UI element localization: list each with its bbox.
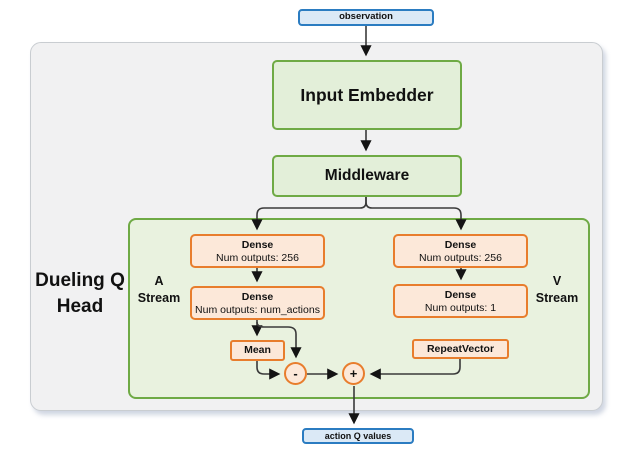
repeat-vector-label: RepeatVector (426, 342, 495, 355)
mean-node: Mean (230, 340, 285, 361)
dense-v1-detail: Num outputs: 256 (419, 251, 502, 264)
plus-sign: + (349, 366, 358, 381)
minus-sign: - (293, 366, 298, 381)
dense-a2-node: Dense Num outputs: num_actions (190, 286, 325, 320)
a-stream-label: A Stream (137, 274, 181, 305)
repeat-vector-node: RepeatVector (412, 339, 509, 359)
dense-a1-node: Dense Num outputs: 256 (190, 234, 325, 268)
observation-node: observation (298, 9, 434, 26)
action-q-values-node: action Q values (302, 428, 414, 444)
dense-v1-title: Dense (444, 239, 477, 252)
dense-v2-detail: Num outputs: 1 (424, 301, 497, 314)
v-stream-label: V Stream (535, 274, 579, 305)
middleware-label: Middleware (324, 167, 410, 185)
dense-v2-node: Dense Num outputs: 1 (393, 284, 528, 318)
action-q-values-label: action Q values (324, 430, 392, 441)
input-embedder-label: Input Embedder (300, 84, 434, 105)
observation-label: observation (339, 11, 393, 23)
middleware-node: Middleware (272, 155, 462, 197)
input-embedder-node: Input Embedder (272, 60, 462, 130)
mean-label: Mean (244, 344, 271, 357)
add-junction: + (342, 362, 365, 385)
dense-v2-title: Dense (444, 289, 477, 302)
subtract-junction: - (284, 362, 307, 385)
dense-a2-detail: Num outputs: num_actions (195, 303, 320, 316)
dense-a1-detail: Num outputs: 256 (216, 251, 299, 264)
dense-a2-title: Dense (241, 291, 274, 304)
dueling-q-head-label: Dueling Q Head (35, 270, 125, 317)
dense-v1-node: Dense Num outputs: 256 (393, 234, 528, 268)
dense-a1-title: Dense (241, 239, 274, 252)
